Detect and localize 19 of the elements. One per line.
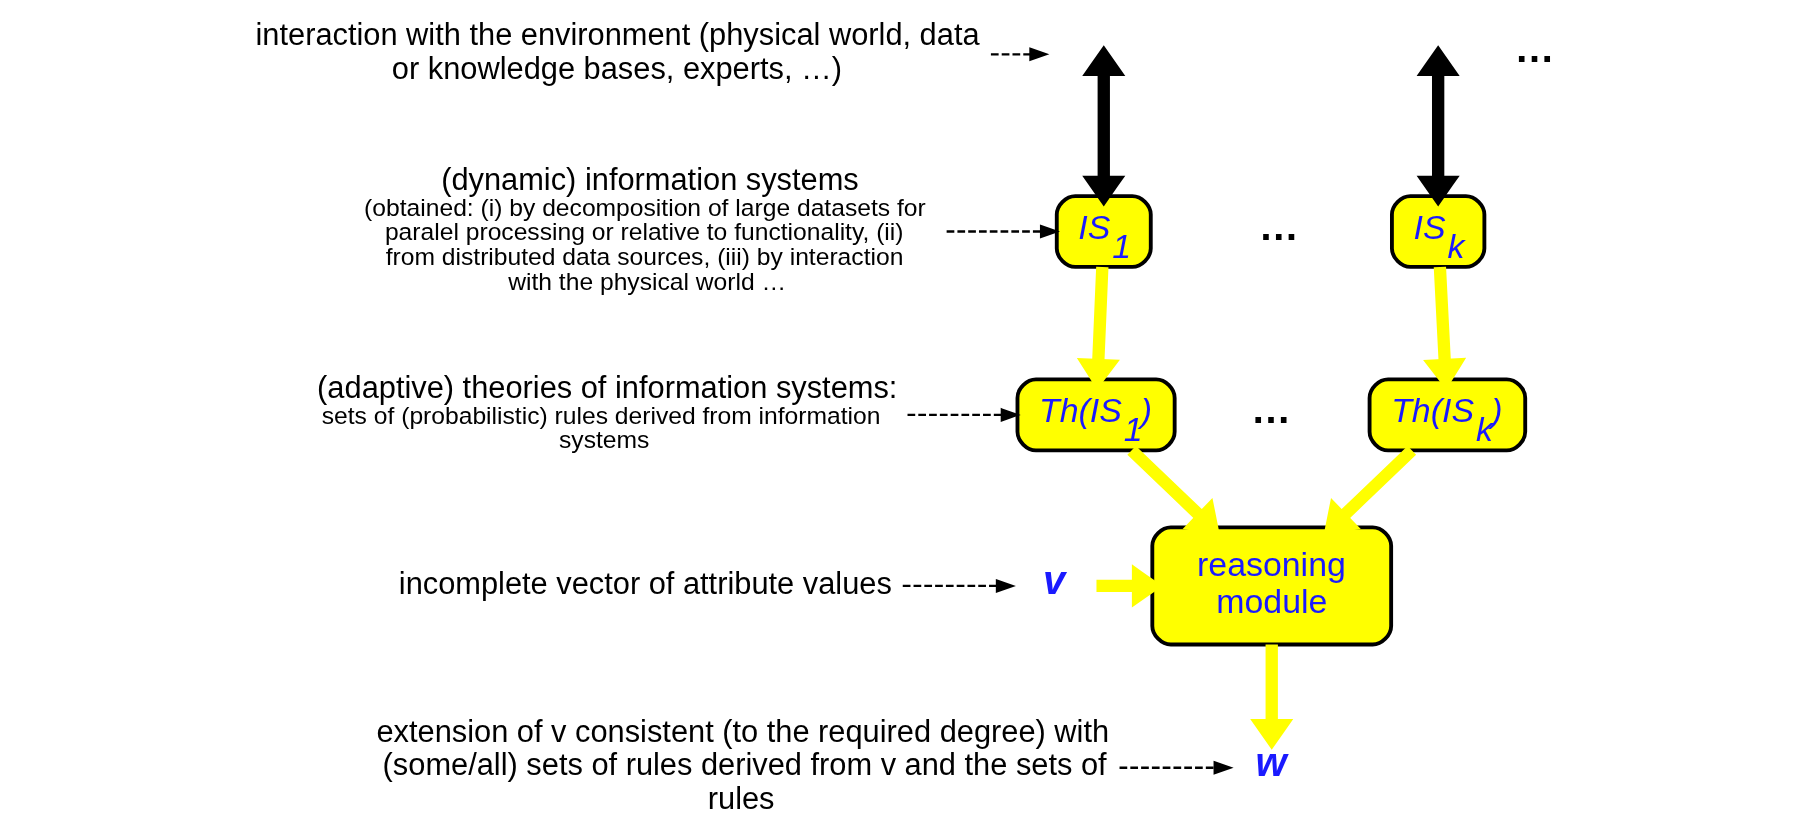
node-text: w [1255,739,1287,784]
node-box: reasoning module [1149,525,1393,647]
arrow [1119,760,1234,775]
label: … [1258,203,1299,248]
node-text: v [1042,558,1065,603]
label: … [1250,387,1291,432]
arrow [990,47,1049,62]
label: … [1513,26,1554,71]
node-text: (adaptive) theories of information systems: sets of (probabilistic) rules derived from information systems [316,369,897,454]
arrow [1249,644,1293,750]
arrow [1416,45,1460,207]
node-text: incomplete vector of attribute values [398,565,892,601]
arrow [946,224,1060,239]
node-text: (dynamic) information systems (obtained: (i) by decomposition of large datasets for paralel processing or relative to functionality, (ii) from distributed data sources, (iii) by interaction with the physical world … [363,161,926,295]
node-text: interaction with the environment (physical world, data or knowledge bases, experts, …) [254,17,980,86]
node-text: extension of v consistent (to the required degree) with (some/all) sets of rules derived from v and the sets of rules [375,713,1109,817]
arrow [902,578,1016,593]
arrow [1081,45,1125,207]
arrow [907,407,1021,422]
